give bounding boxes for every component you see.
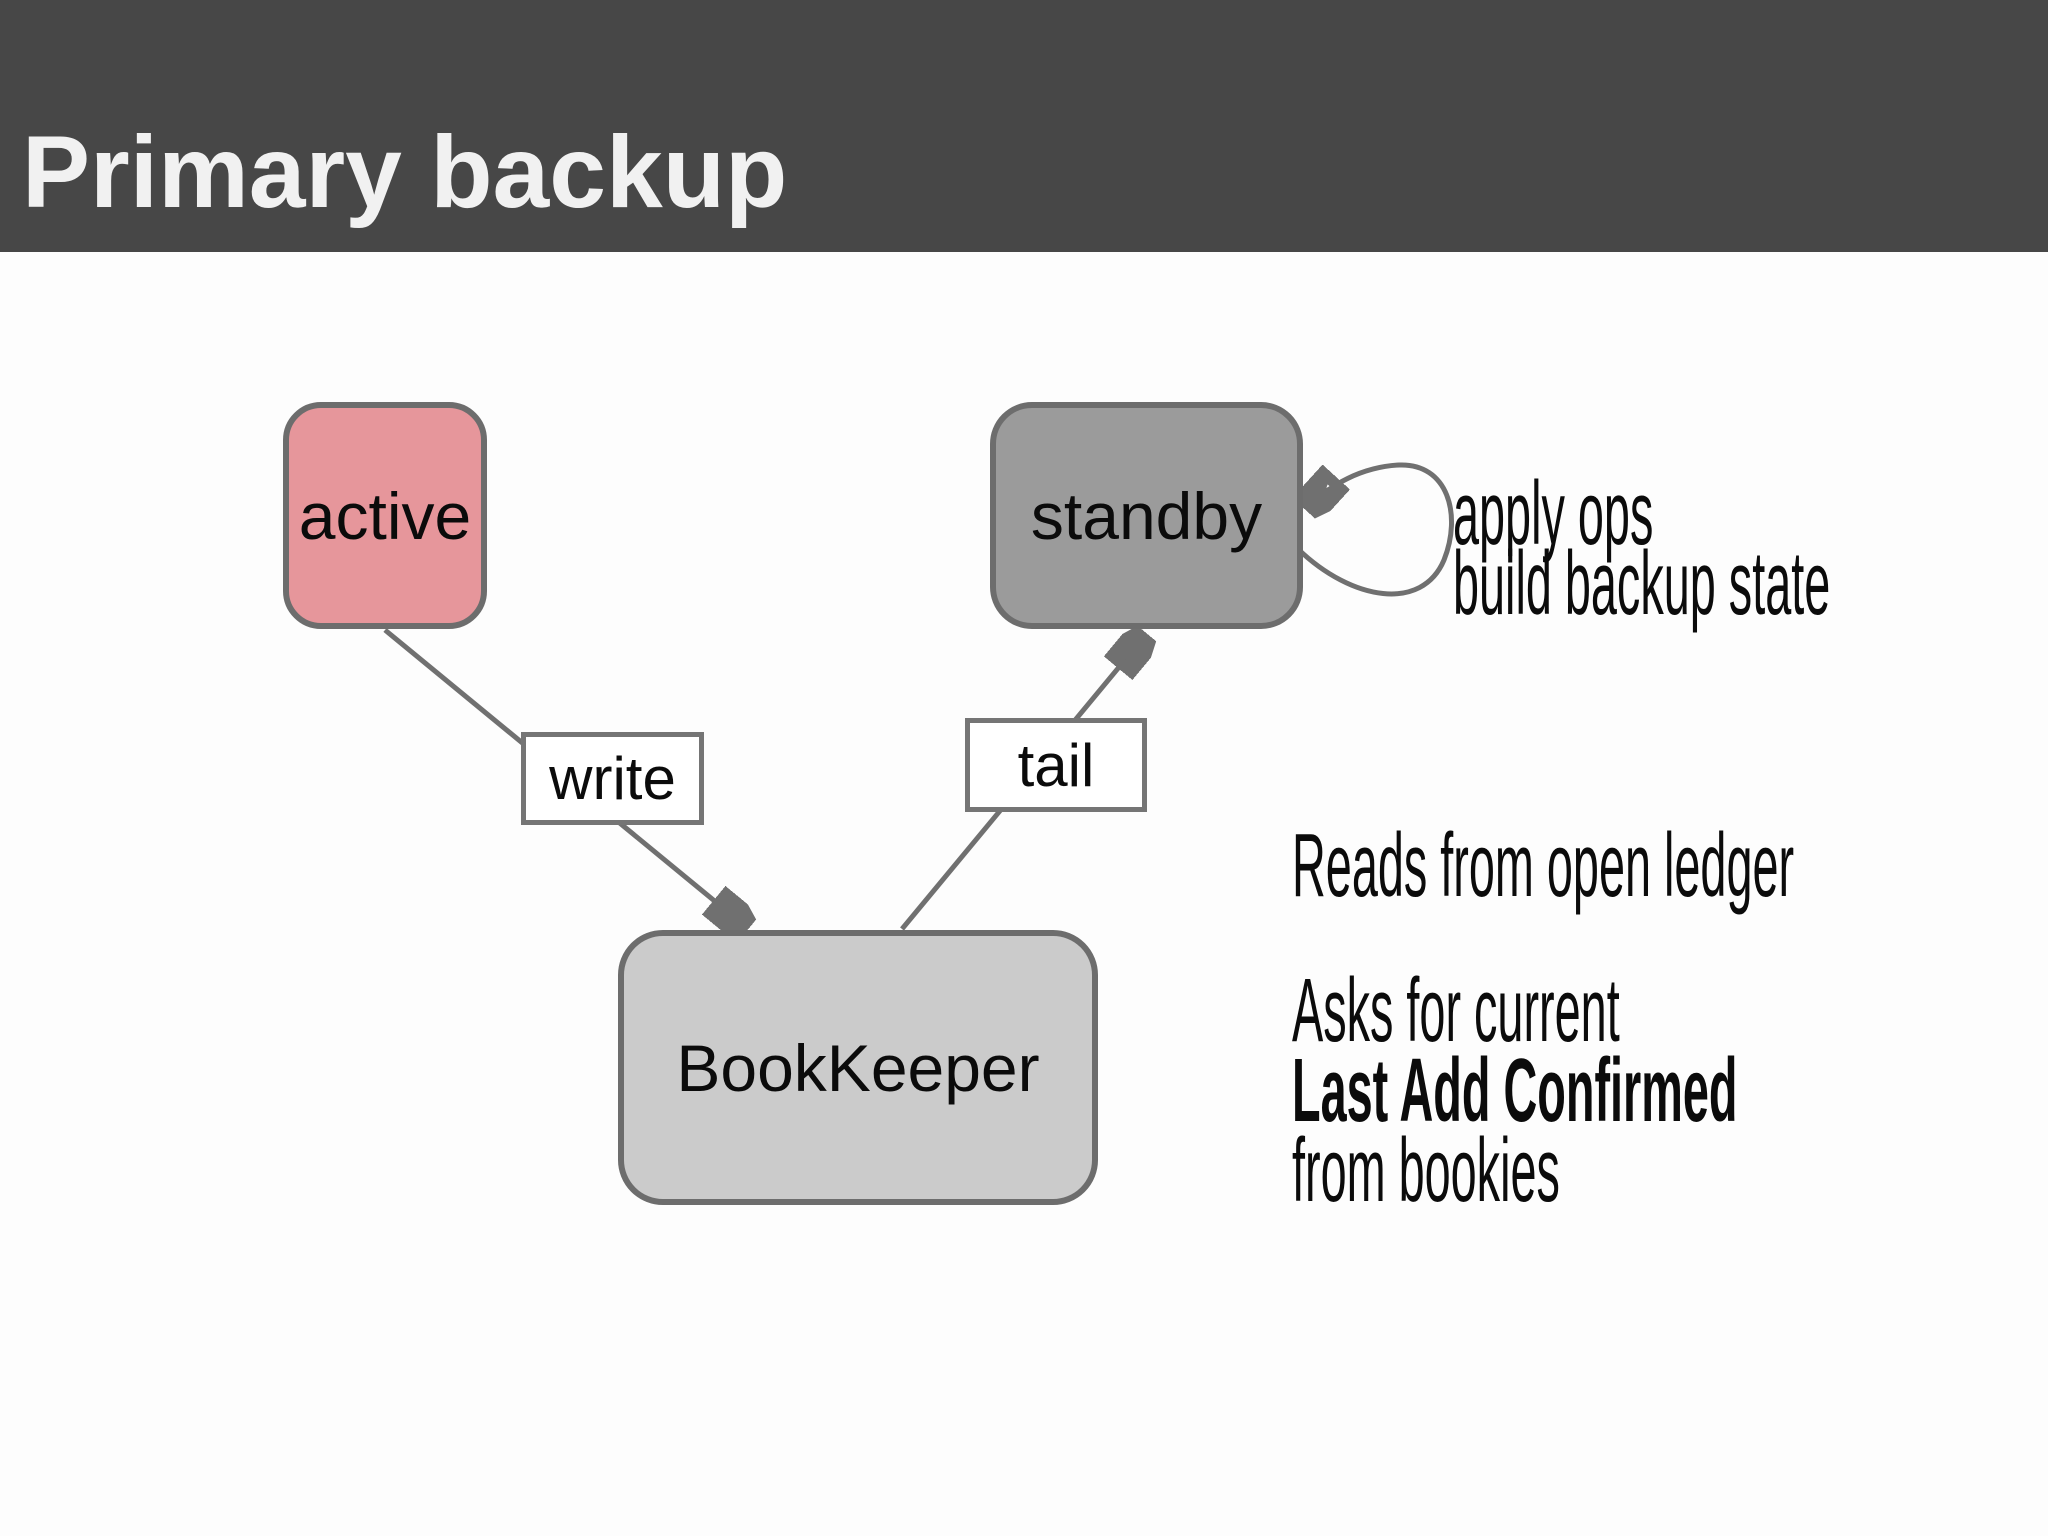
self-loop-annotation-line1: apply ops bbox=[1453, 464, 1654, 564]
node-standby-label: standby bbox=[1030, 478, 1263, 553]
node-bookkeeper-label: BookKeeper bbox=[676, 1030, 1040, 1105]
edge-label-tail-text: tail bbox=[1017, 731, 1095, 799]
slide-header: Primary backup bbox=[0, 0, 2048, 252]
reads-annotation: Reads from open ledger bbox=[1292, 816, 1795, 916]
self-loop-annotation: apply ops build backup state bbox=[1453, 464, 1831, 634]
asks-annotation-line3: from bookies bbox=[1292, 1121, 1560, 1221]
node-active-label: active bbox=[298, 478, 472, 553]
slide-title: Primary backup bbox=[22, 115, 788, 229]
edge-label-write: write bbox=[521, 732, 704, 825]
node-standby: standby bbox=[990, 402, 1303, 629]
standby-self-loop-arrow bbox=[1298, 462, 1454, 597]
edge-label-tail: tail bbox=[965, 718, 1147, 812]
asks-annotation-line2: Last Add Confirmed bbox=[1292, 1041, 1738, 1141]
node-bookkeeper: BookKeeper bbox=[618, 930, 1098, 1205]
edge-label-write-text: write bbox=[549, 745, 676, 812]
node-active: active bbox=[283, 402, 487, 629]
asks-annotation: Asks for current Last Add Confirmed from… bbox=[1292, 961, 1738, 1221]
asks-annotation-line1: Asks for current bbox=[1292, 961, 1620, 1061]
reads-annotation-line: Reads from open ledger bbox=[1292, 816, 1795, 916]
self-loop-annotation-line2: build backup state bbox=[1453, 534, 1831, 634]
